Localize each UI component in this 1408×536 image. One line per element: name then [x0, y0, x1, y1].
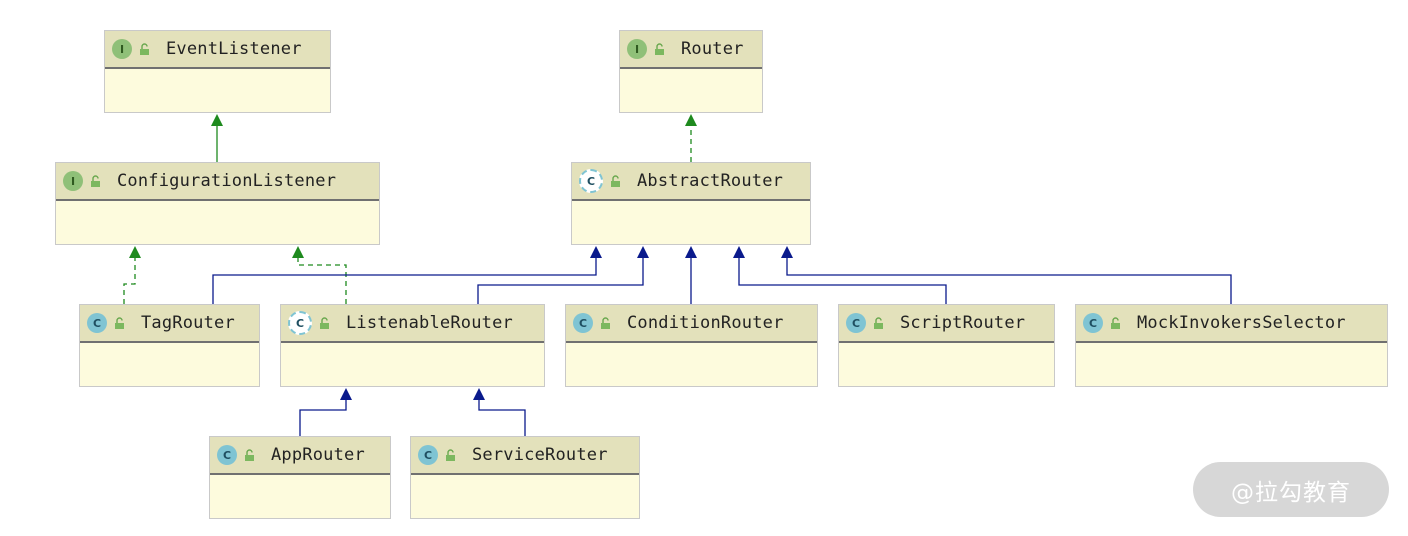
class-name: EventListener — [166, 39, 302, 59]
lock-open-icon — [653, 42, 667, 56]
lock-open-icon — [138, 42, 152, 56]
class-box-service-router[interactable]: C ServiceRouter — [410, 436, 640, 519]
edge-script-router-extends-abstract-router — [733, 246, 947, 304]
edge-tag-router-implements-configuration-listener — [123, 246, 141, 304]
abstract-class-icon: C — [579, 169, 603, 193]
lock-open-icon — [872, 316, 886, 330]
class-icon: C — [87, 313, 107, 333]
watermark: @拉勾教育 — [1193, 462, 1389, 517]
class-box-router[interactable]: I Router — [619, 30, 763, 113]
interface-icon: I — [112, 39, 132, 59]
edge-tag-router-extends-abstract-router — [212, 246, 602, 304]
edge-line — [738, 256, 947, 304]
class-name: AbstractRouter — [637, 171, 784, 191]
edge-line — [786, 256, 1232, 304]
edge-line — [123, 256, 136, 304]
arrowhead — [340, 388, 352, 400]
class-name: ListenableRouter — [346, 313, 513, 333]
lock-open-icon — [89, 174, 103, 188]
edge-line — [477, 256, 644, 304]
arrowhead — [473, 388, 485, 400]
class-name: MockInvokersSelector — [1137, 313, 1346, 333]
edge-line — [212, 256, 597, 304]
class-name: ConfigurationListener — [117, 171, 337, 191]
lock-open-icon — [243, 448, 257, 462]
class-box-script-router[interactable]: C ScriptRouter — [838, 304, 1055, 387]
arrowhead — [685, 114, 697, 126]
lock-open-icon — [318, 316, 332, 330]
arrowhead — [211, 114, 223, 126]
lock-open-icon — [444, 448, 458, 462]
edge-configuration-listener-extends-event-listener — [211, 114, 223, 162]
class-name: TagRouter — [141, 313, 235, 333]
edge-listenable-router-extends-abstract-router — [477, 246, 649, 304]
class-box-abstract-router[interactable]: C AbstractRouter — [571, 162, 811, 245]
class-name: ServiceRouter — [472, 445, 608, 465]
class-name: ConditionRouter — [627, 313, 784, 333]
edge-line — [297, 256, 347, 304]
abstract-class-icon: C — [288, 311, 312, 335]
edge-app-router-extends-listenable-router — [299, 388, 352, 436]
edge-listenable-router-implements-configuration-listener — [292, 246, 347, 304]
lock-open-icon — [599, 316, 613, 330]
arrowhead — [292, 246, 304, 258]
class-box-mock-invokers-selector[interactable]: C MockInvokersSelector — [1075, 304, 1388, 387]
lock-open-icon — [113, 316, 127, 330]
class-box-event-listener[interactable]: I EventListener — [104, 30, 331, 113]
class-icon: C — [217, 445, 237, 465]
interface-icon: I — [63, 171, 83, 191]
edge-line — [478, 398, 526, 436]
class-box-listenable-router[interactable]: C ListenableRouter — [280, 304, 545, 387]
arrowhead — [781, 246, 793, 258]
edge-mock-invokers-selector-extends-abstract-router — [781, 246, 1232, 304]
lock-open-icon — [609, 174, 623, 188]
class-box-tag-router[interactable]: C TagRouter — [79, 304, 260, 387]
interface-icon: I — [627, 39, 647, 59]
arrowhead — [129, 246, 141, 258]
edge-line — [299, 398, 347, 436]
arrowhead — [637, 246, 649, 258]
class-box-condition-router[interactable]: C ConditionRouter — [565, 304, 818, 387]
class-icon: C — [1083, 313, 1103, 333]
edge-service-router-extends-listenable-router — [473, 388, 526, 436]
class-icon: C — [573, 313, 593, 333]
arrowhead — [685, 246, 697, 258]
class-icon: C — [846, 313, 866, 333]
class-icon: C — [418, 445, 438, 465]
edge-abstract-router-implements-router — [685, 114, 697, 162]
class-box-configuration-listener[interactable]: I ConfigurationListener — [55, 162, 380, 245]
class-name: Router — [681, 39, 744, 59]
lock-open-icon — [1109, 316, 1123, 330]
edge-condition-router-extends-abstract-router — [685, 246, 697, 304]
class-name: ScriptRouter — [900, 313, 1026, 333]
class-name: AppRouter — [271, 445, 365, 465]
arrowhead — [733, 246, 745, 258]
class-box-app-router[interactable]: C AppRouter — [209, 436, 391, 519]
arrowhead — [590, 246, 602, 258]
